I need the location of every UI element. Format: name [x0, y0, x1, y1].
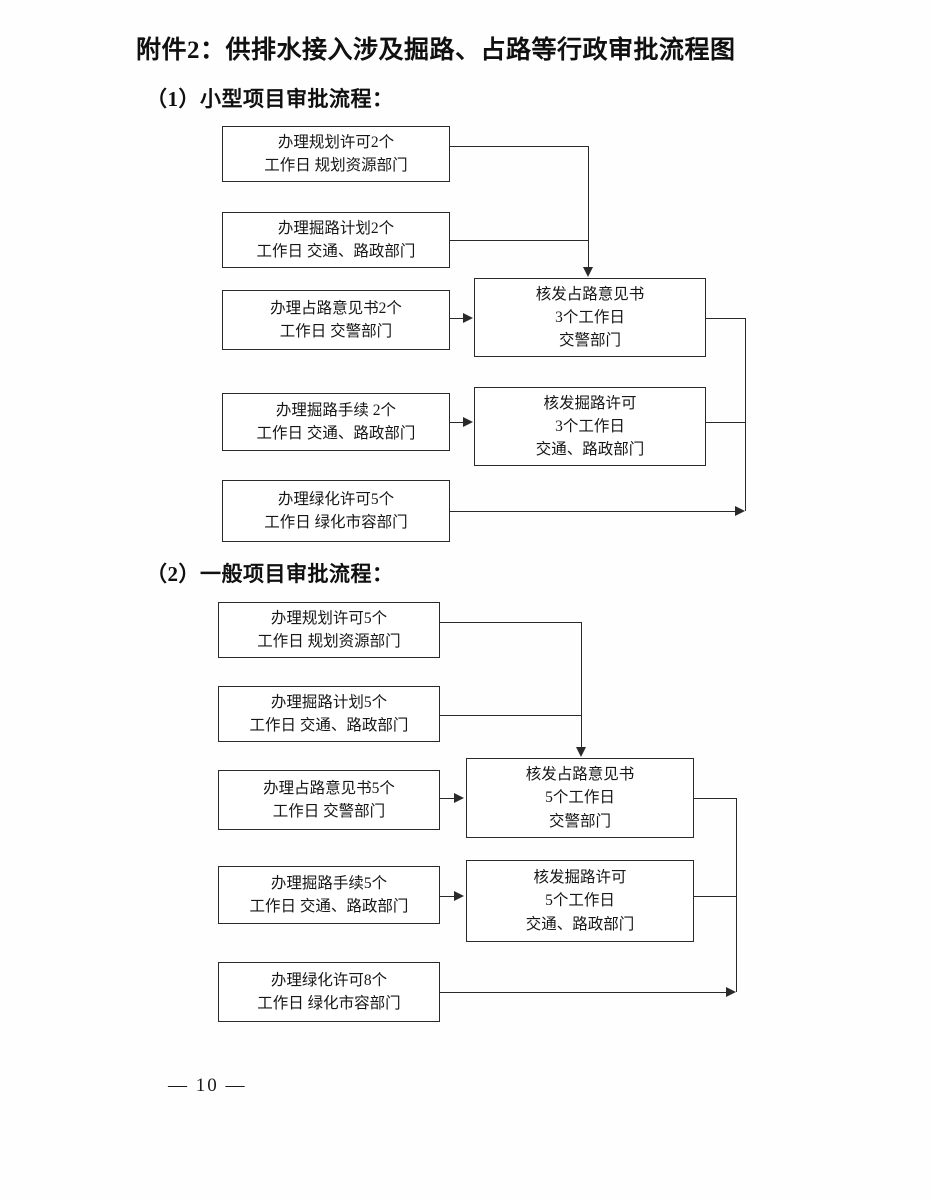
connector-line: [694, 896, 737, 897]
connector-line: [736, 798, 737, 992]
connector-line: [450, 146, 589, 147]
flow-box: 办理规划许可2个 工作日 规划资源部门: [222, 126, 450, 182]
box-line-1: 办理规划许可5个: [270, 609, 388, 627]
box-line-2: 工作日 交通、路政部门: [256, 425, 416, 442]
connector-line: [440, 715, 582, 716]
connector-line: [706, 422, 746, 423]
box-line-2: 工作日 交通、路政部门: [249, 717, 409, 734]
flow-box: 办理规划许可5个 工作日 规划资源部门: [218, 602, 440, 658]
box-line-1: 办理绿化许可5个: [277, 490, 395, 508]
box-line-1: 办理规划许可2个: [277, 133, 395, 151]
arrow-right-icon: [454, 793, 464, 803]
box-line-2: 工作日 绿化市容部门: [257, 995, 401, 1012]
box-line-2: 工作日 绿化市容部门: [264, 514, 408, 531]
box-line-2: 工作日 交通、路政部门: [249, 898, 409, 915]
flow-box: 办理掘路手续5个 工作日 交通、路政部门: [218, 866, 440, 924]
section-1-heading: （1）小型项目审批流程：: [146, 87, 394, 111]
connector-line: [694, 798, 737, 799]
box-line-2: 工作日 交通、路政部门: [256, 243, 416, 260]
section-2-heading: （2）一般项目审批流程：: [146, 562, 394, 586]
flow-box: 核发掘路许可 5个工作日 交通、路政部门: [466, 860, 694, 942]
box-line-1: 核发占路意见书: [525, 766, 635, 784]
flow-box: 核发占路意见书 3个工作日 交警部门: [474, 278, 706, 357]
box-line-1: 办理掘路手续5个: [270, 874, 388, 892]
flow-box: 办理绿化许可8个 工作日 绿化市容部门: [218, 962, 440, 1022]
box-line-1: 办理掘路手续 2个: [275, 401, 397, 419]
flow-box: 核发占路意见书 5个工作日 交警部门: [466, 758, 694, 838]
arrow-right-icon: [454, 891, 464, 901]
connector-line: [440, 798, 454, 799]
box-line-3: 交通、路政部门: [535, 441, 645, 459]
box-line-2: 5个工作日: [545, 892, 615, 910]
connector-line: [440, 622, 582, 623]
connector-line: [450, 318, 464, 319]
box-line-1: 核发掘路许可: [543, 394, 637, 412]
box-line-3: 交警部门: [558, 332, 621, 350]
flow-box: 办理占路意见书2个 工作日 交警部门: [222, 290, 450, 350]
flow-box: 核发掘路许可 3个工作日 交通、路政部门: [474, 387, 706, 466]
arrow-down-icon: [583, 267, 593, 277]
box-line-3: 交警部门: [548, 812, 611, 830]
box-line-3: 交通、路政部门: [525, 915, 635, 933]
connector-line: [440, 896, 454, 897]
box-line-1: 核发掘路许可: [533, 869, 627, 887]
arrow-right-icon: [463, 313, 473, 323]
box-line-1: 办理掘路计划5个: [270, 693, 388, 711]
arrow-right-icon: [726, 987, 736, 997]
arrow-down-icon: [576, 747, 586, 757]
connector-line: [440, 992, 726, 993]
box-line-1: 办理占路意见书5个: [263, 779, 395, 797]
box-line-2: 工作日 规划资源部门: [257, 633, 401, 650]
connector-line: [745, 318, 746, 511]
page-number: — 10 —: [168, 1075, 247, 1096]
box-line-1: 办理占路意见书2个: [270, 299, 402, 317]
connector-line: [581, 622, 582, 748]
flow-box: 办理占路意见书5个 工作日 交警部门: [218, 770, 440, 830]
arrow-right-icon: [735, 506, 745, 516]
box-line-2: 5个工作日: [545, 789, 615, 807]
flow-box: 办理掘路计划5个 工作日 交通、路政部门: [218, 686, 440, 742]
connector-line: [450, 511, 735, 512]
box-line-1: 办理绿化许可8个: [270, 971, 388, 989]
box-line-2: 3个工作日: [555, 417, 625, 435]
box-line-1: 核发占路意见书: [535, 285, 645, 303]
connector-line: [706, 318, 746, 319]
connector-line: [588, 146, 589, 268]
page-title: 附件2：供排水接入涉及掘路、占路等行政审批流程图: [136, 37, 736, 64]
box-line-2: 3个工作日: [555, 308, 625, 326]
arrow-right-icon: [463, 417, 473, 427]
connector-line: [450, 240, 589, 241]
flow-box: 办理掘路计划2个 工作日 交通、路政部门: [222, 212, 450, 268]
box-line-2: 工作日 规划资源部门: [264, 157, 408, 174]
box-line-2: 工作日 交警部门: [279, 323, 393, 340]
flow-box: 办理掘路手续 2个 工作日 交通、路政部门: [222, 393, 450, 451]
flow-box: 办理绿化许可5个 工作日 绿化市容部门: [222, 480, 450, 542]
box-line-2: 工作日 交警部门: [272, 803, 386, 820]
box-line-1: 办理掘路计划2个: [277, 219, 395, 237]
connector-line: [450, 422, 464, 423]
